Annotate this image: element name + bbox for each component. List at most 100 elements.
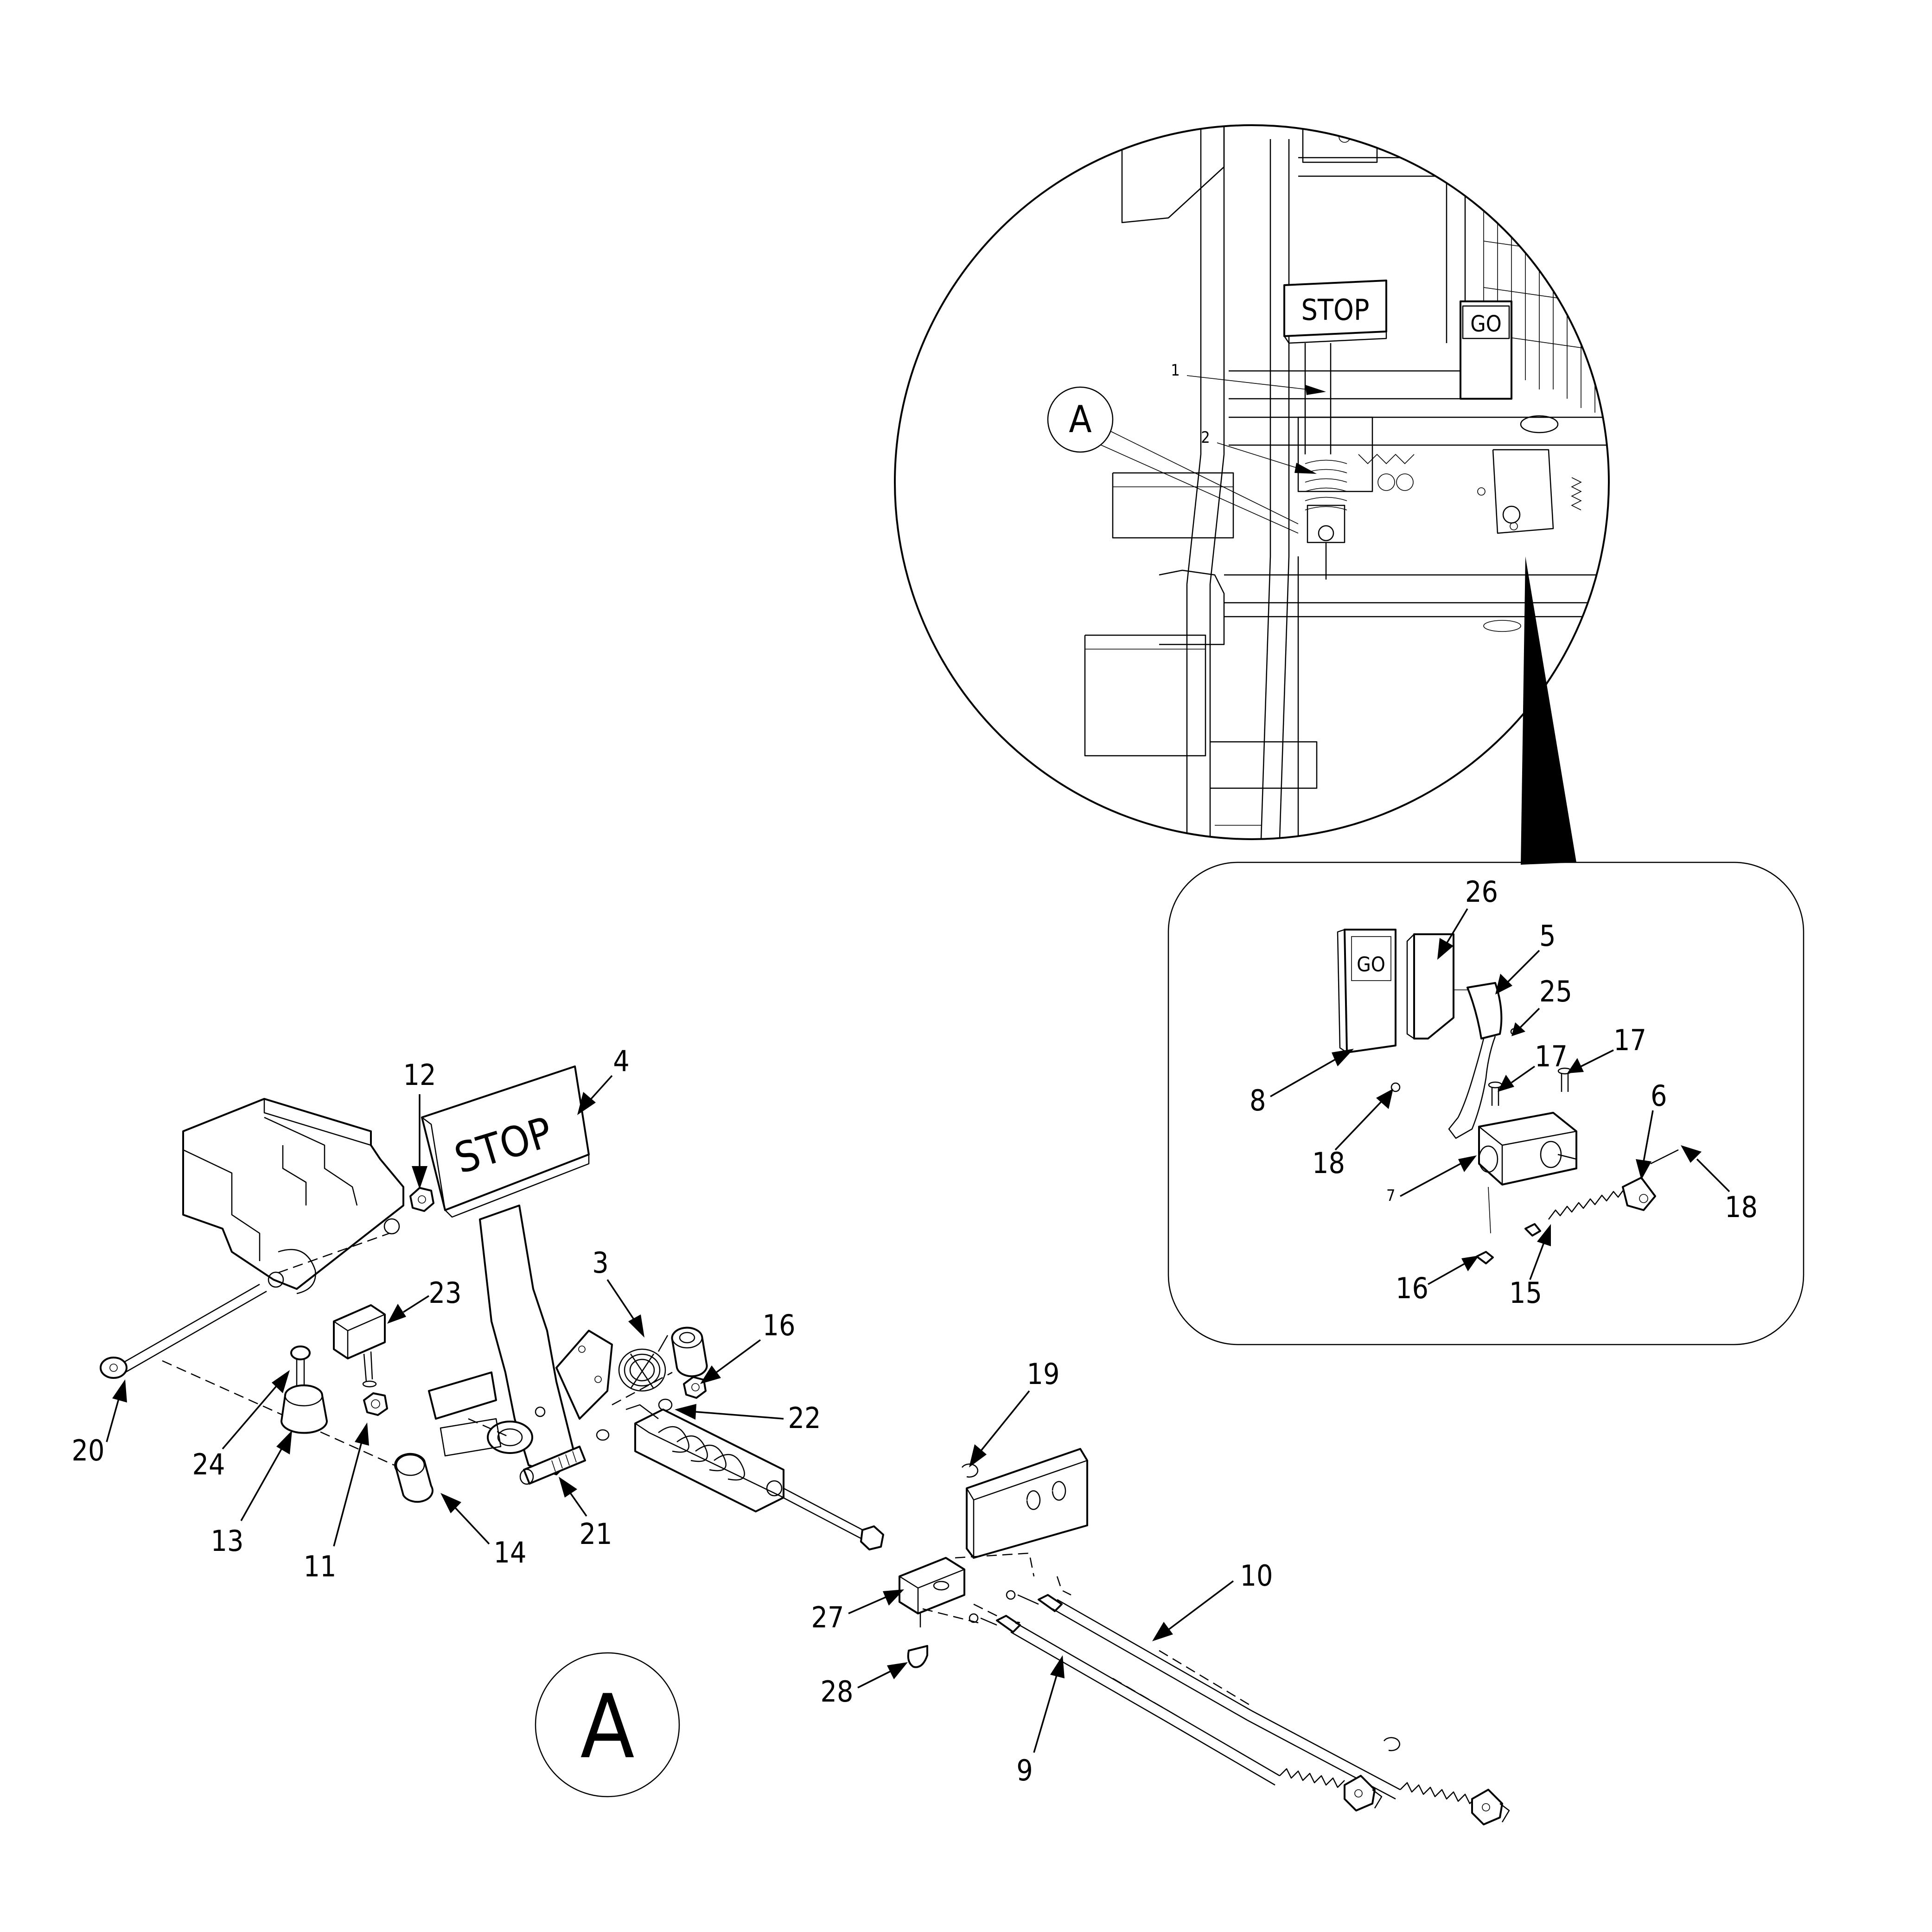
svg-text:7: 7	[1386, 1186, 1395, 1205]
svg-text:8: 8	[1250, 1084, 1266, 1117]
cable-bracket-27	[899, 1557, 965, 1627]
svg-text:13: 13	[211, 1524, 244, 1558]
svg-text:12: 12	[403, 1058, 436, 1092]
svg-text:10: 10	[1240, 1559, 1273, 1593]
go-pedal-detail-panel: GO	[1167, 861, 1804, 1345]
callout-19: 19	[969, 1357, 1059, 1467]
callout-16-detail: 16	[1396, 1256, 1479, 1305]
callout-22: 22	[675, 1401, 821, 1435]
callout-25: 25	[1511, 975, 1572, 1036]
callout-20: 20	[72, 1379, 127, 1467]
cable-assembly	[899, 1448, 1510, 1825]
svg-text:22: 22	[788, 1401, 821, 1435]
callout-18-right: 18	[1681, 1145, 1758, 1224]
svg-text:16: 16	[763, 1308, 796, 1342]
go-sign-overview-label: GO	[1470, 311, 1501, 337]
svg-text:21: 21	[580, 1517, 612, 1551]
callout-13: 13	[211, 1430, 292, 1558]
callout-6: 6	[1636, 1079, 1667, 1180]
go-sign-overview: GO	[1460, 300, 1512, 400]
callout-3: 3	[592, 1246, 644, 1338]
callout-18-left: 18	[1312, 1089, 1393, 1180]
screw-17-left	[1488, 1081, 1503, 1106]
callout-7: 7	[1386, 1155, 1477, 1205]
view-label-marker: A	[535, 1652, 680, 1798]
go-return-spring-part	[1548, 1184, 1637, 1220]
svg-text:18: 18	[1312, 1146, 1345, 1180]
overview-detail-circle: STOP GO	[894, 124, 1610, 840]
svg-text:26: 26	[1465, 875, 1498, 909]
cable-9	[969, 1613, 1383, 1811]
svg-text:28: 28	[821, 1675, 854, 1709]
svg-text:4: 4	[613, 1044, 629, 1078]
callout-8: 8	[1250, 1049, 1354, 1117]
callout-4: 4	[577, 1044, 630, 1115]
callout-14: 14	[440, 1493, 526, 1569]
overview-view-label: A	[1069, 398, 1091, 441]
svg-text:24: 24	[192, 1447, 225, 1481]
stop-pedal-exploded-view: STOP	[100, 1065, 884, 1550]
callout-26: 26	[1437, 875, 1498, 960]
svg-text:16: 16	[1396, 1271, 1428, 1305]
stop-sign-overview-label: STOP	[1301, 293, 1369, 327]
callout-17-right: 17	[1567, 1023, 1646, 1073]
pivot-pin-21	[519, 1446, 586, 1485]
e-clip-cable	[1383, 1737, 1401, 1751]
svg-text:2: 2	[1201, 428, 1210, 447]
stop-sign-overview: STOP	[1283, 280, 1387, 344]
svg-text:5: 5	[1539, 919, 1556, 953]
callout-11: 11	[304, 1422, 369, 1583]
callout-21: 21	[559, 1477, 612, 1551]
go-plate-label: GO	[1357, 953, 1385, 976]
knob-28	[907, 1645, 928, 1668]
callout-23: 23	[387, 1276, 461, 1324]
mounting-bracket-part	[182, 1098, 404, 1294]
bumper-bolt-24	[290, 1345, 311, 1386]
overview-callout-2: 2	[1201, 428, 1317, 474]
svg-text:6: 6	[1651, 1079, 1667, 1113]
svg-text:19: 19	[1027, 1357, 1060, 1391]
pivot-bolt-part	[100, 1283, 267, 1379]
switch-bracket-23	[333, 1304, 386, 1388]
go-plate-part: GO	[1337, 929, 1396, 1053]
svg-text:25: 25	[1539, 975, 1572, 1008]
svg-text:17: 17	[1613, 1023, 1646, 1057]
callout-5: 5	[1495, 919, 1556, 995]
svg-text:23: 23	[429, 1276, 462, 1310]
locknut-12	[409, 1187, 434, 1212]
callout-16-main: 16	[700, 1308, 795, 1384]
callout-24: 24	[192, 1370, 290, 1481]
cable-clamp-part	[1622, 1149, 1679, 1211]
callout-28: 28	[821, 1662, 908, 1709]
go-pedal-arm-part	[1448, 982, 1503, 1139]
pin-18-left	[1390, 1082, 1401, 1092]
callout-10: 10	[1152, 1559, 1273, 1641]
cable-plate-part	[966, 1448, 1088, 1559]
callout-17-left: 17	[1498, 1039, 1568, 1092]
svg-text:9: 9	[1016, 1753, 1033, 1787]
svg-text:11: 11	[304, 1549, 337, 1583]
overview-callout-1: 1	[1171, 361, 1326, 395]
detail-pointer-arrow	[1521, 556, 1576, 865]
callout-9: 9	[1016, 1655, 1065, 1787]
flange-nut-11	[363, 1392, 388, 1416]
svg-text:27: 27	[811, 1600, 844, 1634]
overview-view-marker: A	[1047, 386, 1299, 534]
stop-pedal-part: STOP	[421, 1065, 613, 1475]
svg-text:20: 20	[72, 1434, 105, 1467]
nut-15-detail	[1524, 1223, 1541, 1237]
cable-10	[1006, 1590, 1510, 1825]
backing-plate-part	[1413, 933, 1454, 1039]
bushing-part	[671, 1326, 708, 1377]
callout-27: 27	[811, 1589, 904, 1634]
svg-text:17: 17	[1535, 1039, 1568, 1073]
svg-text:1: 1	[1171, 361, 1180, 380]
callout-15: 15	[1509, 1224, 1551, 1310]
rubber-bumper-13	[281, 1384, 328, 1434]
nut-16-detail	[1476, 1251, 1494, 1264]
spring-cartridge-part	[625, 1404, 884, 1550]
svg-text:3: 3	[592, 1246, 608, 1280]
svg-text:15: 15	[1509, 1276, 1542, 1310]
spacer-14	[394, 1453, 434, 1503]
